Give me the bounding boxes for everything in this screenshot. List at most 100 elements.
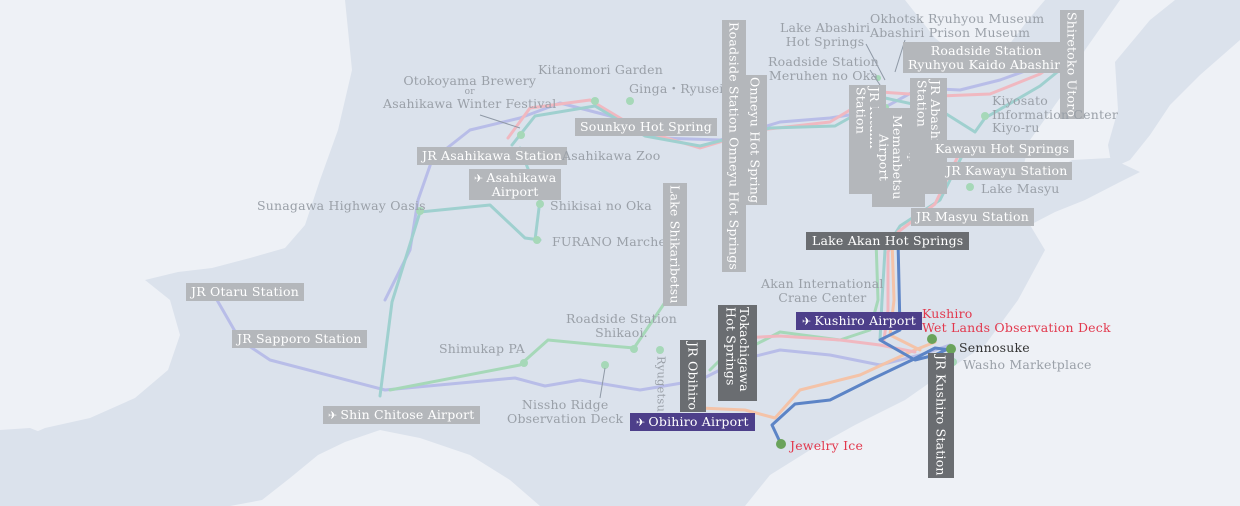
- label-jewelry-ice: Jewelry Ice: [790, 438, 864, 453]
- label-shikaoi-2: Shikaoi.: [595, 324, 648, 340]
- label-ryuhyou-road: Roadside Station Ryuhyou Kaido Abashiri: [903, 42, 1070, 73]
- label-akan-crane: Akan International Crane Center: [761, 277, 884, 304]
- label-asahikawa-zoo: Asahikawa Zoo: [562, 148, 661, 163]
- route-blue-south: [770, 346, 952, 444]
- label-kawayu-hot: Kawayu Hot Springs: [930, 140, 1075, 158]
- point-kitanomori: [591, 97, 599, 105]
- label-lake-akan: Lake Akan Hot Springs: [806, 232, 970, 250]
- point-ginga: [626, 97, 634, 105]
- label-obihiro-airport-text: Obihiro Airport: [648, 414, 749, 429]
- label-nissho: Nissho Ridge Observation Deck: [507, 398, 623, 425]
- label-asahikawa-airport: ✈Asahikawa Airport: [469, 169, 562, 201]
- label-kawayu-station: JR Kawayu Station: [941, 162, 1073, 180]
- label-shin-chitose: ✈Shin Chitose Airport: [323, 406, 480, 424]
- point-sunagawa: [416, 207, 424, 215]
- label-shikaoi-1: Roadside Station: [566, 311, 678, 326]
- point-furano: [533, 236, 541, 244]
- label-meruhen-1: Roadside Station: [768, 54, 880, 69]
- route-teal-north: [378, 203, 542, 398]
- land-rishiri: [290, 412, 310, 428]
- label-akan-crane-1: Akan International: [761, 276, 884, 291]
- point-nissho: [601, 361, 609, 369]
- label-otokoyama-group: Otokoyama Brewery or Asahikawa Winter Fe…: [383, 74, 556, 111]
- label-kushiro-wetlands-1: Kushiro: [922, 306, 973, 321]
- airplane-icon: ✈: [328, 409, 338, 422]
- label-nissho-1: Nissho Ridge: [521, 397, 609, 412]
- label-masyu-station: JR Masyu Station: [911, 208, 1034, 226]
- label-onneyu-station: Roadside Station Onneyu Hot Springs: [722, 20, 746, 273]
- label-winter-festival: Asahikawa Winter Festival: [383, 96, 557, 112]
- land-islet-2: [536, 306, 550, 316]
- point-lake-masyu: [966, 183, 974, 191]
- point-kiyosato: [981, 112, 989, 120]
- airplane-icon: ✈: [802, 315, 812, 328]
- label-okhotsk-museum-text: Okhotsk Ryuhyou Museum: [870, 11, 1045, 26]
- label-okhotsk-museum: Okhotsk Ryuhyou Museum Abashiri Prison M…: [870, 12, 1044, 39]
- label-kitanomori: Kitanomori Garden: [538, 62, 663, 77]
- label-sounkyo: Sounkyo Hot Spring: [575, 118, 717, 136]
- route-lavender: [215, 298, 952, 392]
- leader-abashiri-lake: [865, 43, 886, 81]
- point-kushiro-wetlands: [927, 334, 937, 344]
- label-tokachigawa: Tokachigawa Hot Springs: [718, 305, 757, 401]
- label-onneyu: Onneyu Hot Spring: [743, 75, 767, 206]
- label-abashiri-prison: Abashiri Prison Museum: [870, 24, 1031, 40]
- point-sennosuke: [946, 344, 956, 354]
- label-nissho-2: Observation Deck: [507, 410, 624, 426]
- label-obihiro-airport[interactable]: ✈Obihiro Airport: [630, 413, 755, 431]
- label-asahikawa-airport-2: Airport: [491, 183, 539, 199]
- label-shikisai: Shikisai no Oka: [550, 198, 652, 213]
- label-kushiro-station: JR Kushiro Station: [928, 353, 954, 478]
- land-honshu: [0, 428, 95, 506]
- label-asahikawa-airport-1: Asahikawa: [486, 170, 557, 185]
- label-otaru: JR Otaru Station: [186, 283, 304, 301]
- label-abashiri-lake-2: Hot Springs: [785, 33, 865, 49]
- label-or: or: [464, 86, 475, 97]
- point-ryugetsu: [656, 346, 664, 354]
- label-otokoyama: Otokoyama Brewery: [403, 73, 537, 88]
- label-ryugetsu: Ryugetsu: [654, 356, 669, 413]
- leader-nissho: [599, 367, 606, 399]
- label-kiyosato-2: Information Center: [992, 106, 1118, 122]
- label-kushiro-wetlands-2: Wet Lands Observation Deck: [922, 319, 1111, 335]
- leader-winter-festival: [479, 114, 521, 129]
- label-shikaribetsu: Lake Shikaribetsu: [663, 183, 687, 306]
- airplane-icon: ✈: [474, 172, 484, 185]
- label-obihiro: JR Obihiro: [680, 340, 706, 413]
- label-asahikawa-station: JR Asahikawa Station: [417, 147, 568, 165]
- point-shikisai: [536, 200, 544, 208]
- label-meruhen-2: Meruhen no Oka: [768, 67, 879, 83]
- label-abashiri-lake-1: Lake Abashiri: [780, 20, 871, 35]
- label-meruhen: Roadside Station Meruhen no Oka: [768, 55, 879, 82]
- label-lake-masyu: Lake Masyu: [981, 181, 1060, 196]
- label-kiyosato: Kiyosato Information Center Kiyo-ru: [992, 94, 1118, 135]
- label-memanbetsu-text: Memanbetsu Airport: [876, 115, 906, 200]
- label-abashiri-lake: Lake Abashiri Hot Springs: [780, 21, 870, 48]
- label-shimukap: Shimukap PA: [439, 341, 526, 356]
- label-washo: Washo Marketplace: [963, 357, 1092, 372]
- point-jewelry-ice: [776, 439, 786, 449]
- land-islet-1: [192, 446, 214, 462]
- label-sunagawa: Sunagawa Highway Oasis: [257, 198, 426, 213]
- label-shin-chitose-text: Shin Chitose Airport: [340, 407, 475, 422]
- label-kushiro-airport[interactable]: ✈Kushiro Airport: [796, 312, 922, 330]
- airplane-icon: ✈: [636, 416, 646, 429]
- point-asahikawa-zoo: [517, 131, 525, 139]
- land-kunashiri: [1108, 0, 1240, 168]
- label-sennosuke: Sennosuke: [959, 340, 1030, 355]
- label-shikaoi: Roadside Station Shikaoi.: [566, 312, 677, 339]
- label-sapporo: JR Sapporo Station: [232, 330, 367, 348]
- point-shimukap: [520, 359, 528, 367]
- point-shikaoi: [630, 345, 638, 353]
- label-akan-crane-2: Crane Center: [778, 289, 867, 305]
- label-kiyosato-3: Kiyo-ru: [992, 120, 1040, 135]
- label-kushiro-wetlands: Kushiro Wet Lands Observation Deck: [922, 307, 1111, 334]
- label-kiyosato-1: Kiyosato: [992, 93, 1048, 108]
- label-ryuhyou-road-2: Ryuhyou Kaido Abashiri: [908, 56, 1065, 72]
- label-jr-abashiri: JR Abashiri Station: [910, 78, 947, 194]
- label-furano: FURANO Marche: [552, 234, 667, 249]
- label-ryuhyou-road-1: Roadside Station: [930, 43, 1042, 58]
- label-shiretoko: Shiretoko Utoro: [1060, 10, 1084, 120]
- label-kushiro-airport-text: Kushiro Airport: [814, 313, 916, 328]
